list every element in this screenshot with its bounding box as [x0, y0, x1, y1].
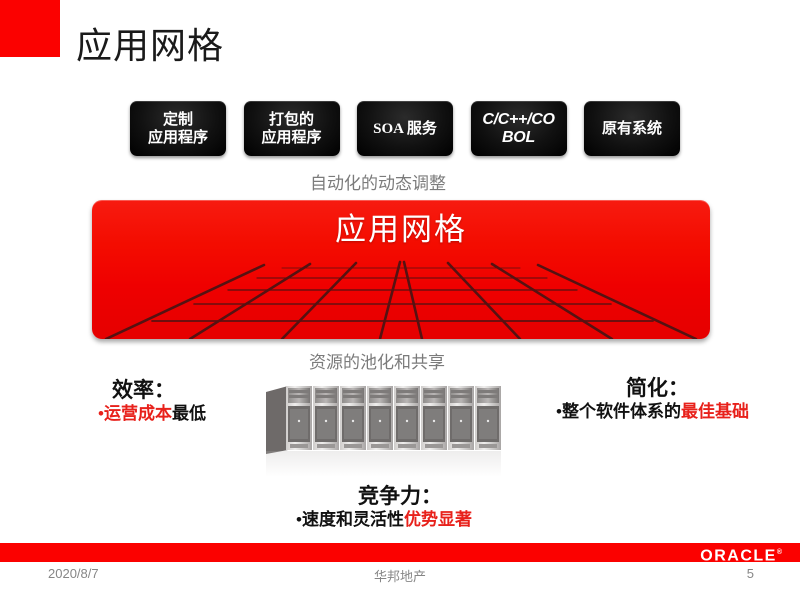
source-box-line2: 应用程序 — [261, 129, 322, 146]
title-accent-square — [0, 0, 60, 57]
source-boxes-row: 定制 应用程序 打包的 应用程序 SOA 服务 C/C++/CO BOL 原有系… — [130, 101, 680, 156]
callout-simplification: 简化： •整个软件体系的最佳基础 — [556, 376, 749, 423]
source-box-line1: 打包的 — [268, 111, 314, 128]
callout-heading: 竞争力： — [358, 484, 442, 508]
bullet-mark: • — [296, 510, 302, 529]
oracle-logo-text: ORACLE — [700, 547, 777, 565]
callout-efficiency: 效率： •运营成本最低 — [98, 378, 206, 425]
callout-bullet: •整个软件体系的最佳基础 — [556, 401, 749, 423]
source-box-line2: BOL — [502, 128, 535, 146]
footer-bar: ORACLE® — [0, 543, 800, 564]
source-box-c-cpp-cobol[interactable]: C/C++/CO BOL — [470, 101, 567, 156]
source-box-line1: SOA 服务 — [373, 120, 437, 137]
bullet-emphasis: 运营成本 — [103, 404, 172, 423]
callout-bullet: •运营成本最低 — [98, 403, 206, 425]
source-box-legacy-system[interactable]: 原有系统 — [584, 101, 680, 156]
bullet-text: 最低 — [171, 404, 206, 423]
source-box-soa-service[interactable]: SOA 服务 — [357, 101, 453, 156]
oracle-logo: ORACLE® — [700, 544, 782, 564]
source-box-line1: C/C++/CO — [482, 110, 555, 128]
page-title: 应用网格 — [76, 26, 225, 66]
registered-mark: ® — [776, 549, 782, 556]
footer-page-number: 5 — [746, 566, 754, 581]
server-towers-icon — [266, 386, 501, 477]
application-grid-panel: 应用网格 — [92, 200, 710, 339]
source-box-custom-application[interactable]: 定制 应用程序 — [130, 101, 226, 156]
source-box-line1: 定制 — [162, 111, 193, 128]
callout-heading: 简化： — [626, 376, 689, 400]
footer-company: 华邦地产 — [373, 569, 426, 584]
source-box-packaged-application[interactable]: 打包的 应用程序 — [243, 101, 340, 156]
caption-dynamic-adjustment: 自动化的动态调整 — [310, 174, 446, 193]
footer-date: 2020/8/7 — [48, 566, 99, 581]
source-box-line1: 原有系统 — [601, 120, 662, 137]
bullet-text: 速度和灵活性 — [301, 510, 404, 529]
callout-competitiveness: 竞争力： •速度和灵活性优势显著 — [296, 484, 472, 531]
bullet-mark: • — [556, 402, 562, 421]
bullet-emphasis: 优势显著 — [403, 510, 472, 529]
callout-bullet: •速度和灵活性优势显著 — [296, 509, 472, 531]
perspective-grid-graphic — [104, 260, 698, 339]
caption-resource-pooling: 资源的池化和共享 — [309, 353, 445, 372]
callout-heading: 效率： — [112, 378, 175, 402]
server-pool-graphic — [258, 378, 524, 483]
bullet-text: 整个软件体系的 — [561, 402, 681, 421]
bullet-mark: • — [98, 404, 104, 423]
source-box-line2: 应用程序 — [147, 129, 208, 146]
bullet-emphasis: 最佳基础 — [680, 402, 749, 421]
application-grid-label: 应用网格 — [335, 212, 467, 247]
